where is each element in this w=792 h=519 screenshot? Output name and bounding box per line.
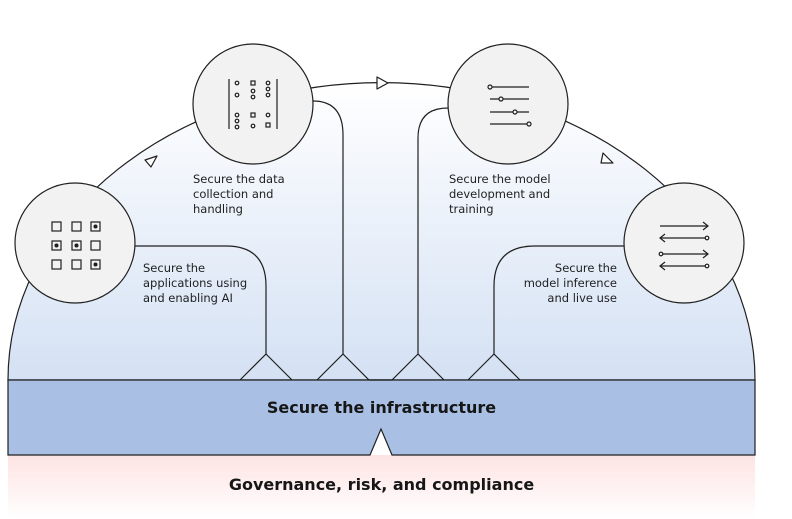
circle-data xyxy=(192,43,314,165)
stage-circles xyxy=(14,43,745,304)
flow-arrows xyxy=(144,76,614,168)
arrow-down-right-icon xyxy=(600,152,614,164)
connector-data xyxy=(312,100,344,381)
connectors xyxy=(135,100,628,381)
data-columns-icon xyxy=(228,79,278,130)
label-applications: Secure the applications using and enabli… xyxy=(143,261,248,305)
arrow-up-right-icon xyxy=(144,155,158,168)
governance-title: Governance, risk, and compliance xyxy=(228,475,535,494)
app-grid-icon xyxy=(51,221,101,270)
circle-applications xyxy=(14,182,136,304)
label-data: Secure the data collection and handling xyxy=(193,172,285,216)
infra-notch xyxy=(265,353,495,381)
arrow-right-icon xyxy=(376,76,389,90)
connector-inference xyxy=(493,245,628,381)
model-sliders-icon xyxy=(487,84,532,127)
infrastructure-title: Secure the infrastructure xyxy=(266,398,497,417)
label-model: Secure the model development and trainin… xyxy=(449,172,551,216)
connector-model xyxy=(417,107,449,381)
inference-arrows-icon xyxy=(658,221,710,271)
connector-applications xyxy=(135,245,267,381)
circle-model xyxy=(447,43,569,165)
circle-inference xyxy=(623,182,745,304)
label-inference: Secure the model inference and live use xyxy=(523,261,617,305)
infrastructure-band xyxy=(7,379,756,456)
governance-band xyxy=(8,455,755,519)
